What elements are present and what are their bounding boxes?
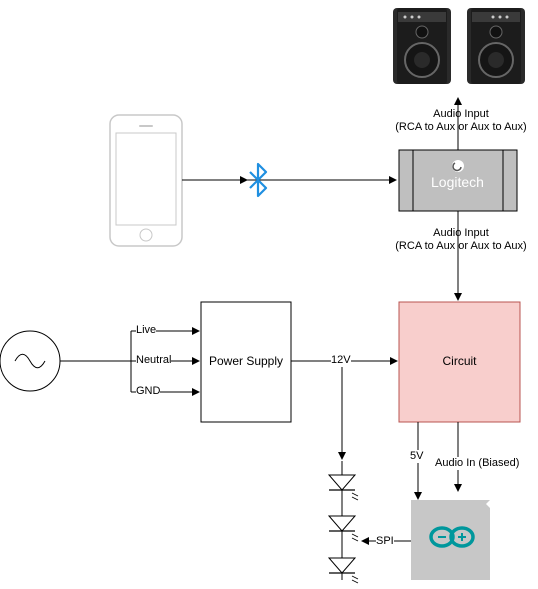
spi-label: SPI (376, 535, 394, 548)
speaker-right-icon (467, 8, 525, 84)
smartphone-icon (109, 114, 183, 247)
audio-input-top-label: Audio Input (433, 108, 489, 120)
12v-label: 12V (331, 354, 351, 367)
power-supply-label: Power Supply (208, 354, 284, 368)
bluetooth-icon (249, 162, 268, 198)
gnd-label: GND (136, 385, 161, 398)
circuit-box (398, 301, 521, 423)
neutral-label: Neutral (136, 354, 172, 367)
audio-input-top-sub-label: (RCA to Aux or Aux to Aux) (395, 121, 527, 133)
led-diode-icon (327, 557, 359, 584)
5v-label: 5V (410, 450, 424, 463)
led-diode-icon (327, 515, 359, 542)
ac-source-icon (0, 330, 61, 392)
led-diode-icon (327, 474, 359, 501)
live-label: Live (136, 324, 157, 337)
audio-in-biased-label: Audio In (Biased) (435, 457, 520, 470)
power-supply-box (200, 301, 292, 423)
speaker-left-icon (393, 8, 451, 84)
logitech-logo-icon (452, 160, 464, 172)
audio-input-mid-label: Audio Input (433, 227, 489, 239)
circuit-label: Circuit (442, 354, 477, 368)
logitech-label: Logitech (431, 174, 484, 190)
arduino-board-icon (411, 500, 490, 580)
audio-input-mid-sub-label: (RCA to Aux or Aux to Aux) (395, 240, 527, 252)
